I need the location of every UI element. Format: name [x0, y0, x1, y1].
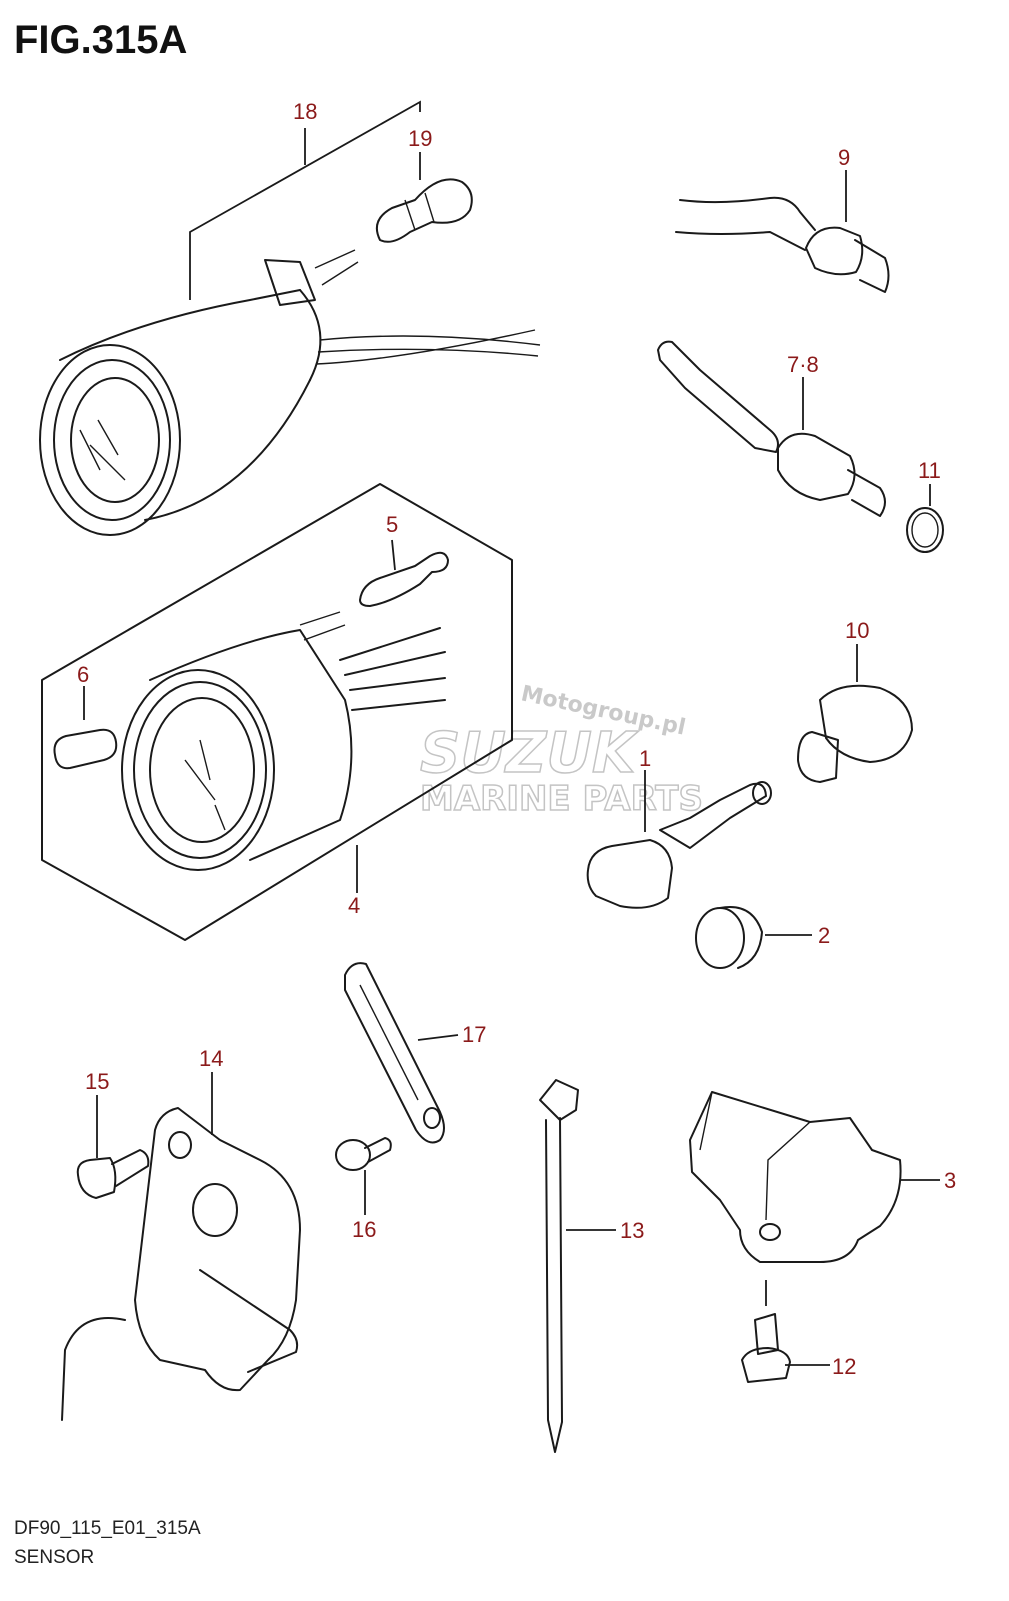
callout-11: 11: [918, 458, 941, 483]
callout-9: 9: [838, 145, 850, 170]
callout-10: 10: [845, 618, 869, 643]
part-tie-13: [539, 1079, 616, 1453]
part-oring-11: [906, 484, 944, 553]
watermark-sub: MARINE PARTS: [420, 779, 703, 819]
watermark-brand: SUZUK: [420, 721, 639, 786]
callout-19: 19: [408, 126, 432, 151]
callouts: 18 19 9 7·8 11 5 10 6 1 4 2 17 14 15 3 1…: [77, 99, 956, 1379]
part-sensor-1: [586, 770, 772, 909]
part-sensor-9: [675, 170, 890, 293]
part-sensor-10: [797, 644, 913, 783]
figure-title: FIG.315A: [14, 18, 188, 62]
callout-4: 4: [348, 893, 360, 918]
part-bulb-19: [376, 178, 473, 243]
footer-code: DF90_115_E01_315A: [14, 1518, 201, 1539]
callout-17: 17: [462, 1022, 486, 1047]
part-grommet-2: [695, 906, 812, 969]
callout-6: 6: [77, 662, 89, 687]
callout-13: 13: [620, 1218, 644, 1243]
callout-2: 2: [818, 923, 830, 948]
part-strap-17: [344, 962, 459, 1144]
part-bulb-6: [53, 686, 118, 770]
watermark: Motogroup.pl SUZUK MARINE PARTS: [419, 681, 703, 819]
footer-subtitle: SENSOR: [14, 1547, 95, 1568]
part-gauge-4: [41, 483, 513, 941]
part-gauge-18: [39, 100, 541, 536]
callout-5: 5: [386, 512, 398, 537]
part-bulb-5: [359, 539, 449, 607]
part-sensor-14: [61, 1072, 301, 1421]
callout-15: 15: [85, 1069, 109, 1094]
part-sensor-3: [689, 1091, 940, 1263]
part-bolt-15: [76, 1095, 150, 1199]
callout-14: 14: [199, 1046, 223, 1071]
callout-7-8: 7·8: [787, 352, 819, 377]
part-screw-16: [335, 1137, 392, 1215]
callout-3: 3: [944, 1168, 956, 1193]
part-sensor-78: [657, 340, 886, 517]
callout-16: 16: [352, 1217, 376, 1242]
part-bolt-12: [741, 1280, 830, 1383]
callout-18: 18: [293, 99, 317, 124]
callout-1: 1: [639, 746, 651, 771]
callout-12: 12: [832, 1354, 856, 1379]
